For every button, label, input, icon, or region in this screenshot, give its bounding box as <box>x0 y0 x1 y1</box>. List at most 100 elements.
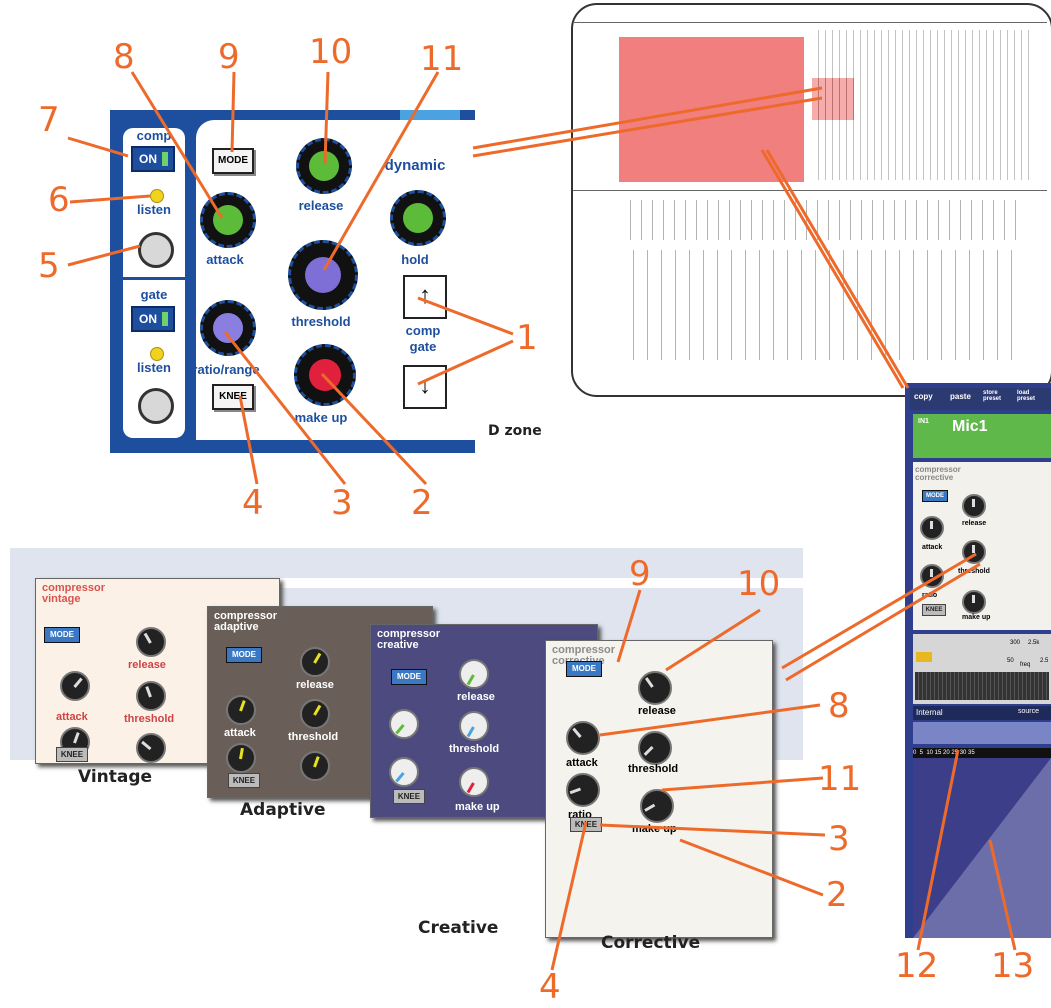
gate-listen-button[interactable] <box>138 388 174 424</box>
strip-ratio-label: ratio <box>922 592 938 599</box>
hold-label: hold <box>401 252 429 267</box>
adaptive-mode-button[interactable]: MODE <box>226 647 262 663</box>
vintage-release-label: release <box>128 659 166 671</box>
callout-3-bottom: 3 <box>828 819 850 859</box>
dz-top-button <box>400 110 460 120</box>
vintage-threshold-knob[interactable] <box>136 681 166 711</box>
callout-10-top: 10 <box>309 32 353 72</box>
strip-make-up-knob[interactable] <box>962 590 986 614</box>
load-preset-button[interactable]: load preset <box>1017 390 1036 402</box>
strip-graph-header <box>913 722 1051 744</box>
creative-knee-button[interactable]: KNEE <box>393 789 425 804</box>
mode-button[interactable]: MODE <box>212 148 254 174</box>
comp-gate-up-button[interactable]: ↑ <box>403 275 447 319</box>
callout-8-bottom: 8 <box>828 686 850 726</box>
creative-threshold-knob[interactable] <box>459 711 489 741</box>
vintage-mode-button[interactable]: MODE <box>44 627 80 643</box>
strip-internal-label: Internal <box>916 708 943 717</box>
adaptive-release-knob[interactable] <box>300 647 330 677</box>
creative-caption: Creative <box>418 918 499 938</box>
adaptive-threshold-knob[interactable] <box>300 699 330 729</box>
adaptive-release-label: release <box>296 679 334 691</box>
callout-9-bottom: 9 <box>629 554 651 594</box>
strip-make-up-label: make up <box>962 614 991 621</box>
channel-in-label: IN1 <box>918 418 929 425</box>
console-buttons-row <box>620 200 1020 240</box>
callout-12-right: 12 <box>895 946 939 986</box>
adaptive-knee-button[interactable]: KNEE <box>228 773 260 788</box>
vintage-knee-button[interactable]: KNEE <box>56 747 88 762</box>
comp-on-button[interactable]: ON <box>131 146 175 172</box>
corrective-make-up-knob[interactable] <box>640 789 674 823</box>
strip-attack-knob[interactable] <box>920 516 944 540</box>
paste-button[interactable]: paste <box>950 392 971 401</box>
vintage-attack-knob[interactable] <box>60 671 90 701</box>
strip-freq-25: 2.5 <box>1040 658 1049 664</box>
callout-5-top: 5 <box>38 246 60 286</box>
console-mid-line <box>573 190 1047 191</box>
dz-divider <box>123 277 185 280</box>
corrective-caption: Corrective <box>601 933 701 953</box>
strip-ratio-knob[interactable] <box>920 564 944 588</box>
console-top-line <box>573 22 1047 23</box>
store-preset-button[interactable]: store preset <box>983 390 1002 402</box>
corrective-threshold-knob[interactable] <box>638 731 672 765</box>
callout-2-bottom: 2 <box>826 875 848 915</box>
creative-attack-knob[interactable] <box>389 709 419 739</box>
corrective-ratio-knob[interactable] <box>566 773 600 807</box>
gate-listen-label: listen <box>137 360 171 375</box>
release-knob[interactable] <box>296 138 352 194</box>
corrective-attack-label: attack <box>566 757 598 769</box>
threshold-knob[interactable] <box>288 240 358 310</box>
callout-11-top: 11 <box>420 39 464 79</box>
creative-threshold-label: threshold <box>449 743 500 755</box>
corrective-release-knob[interactable] <box>638 671 672 705</box>
strip-freq-50: 50 <box>1007 658 1014 664</box>
strip-freq-label: freq <box>1020 662 1031 668</box>
creative-ratio-knob[interactable] <box>389 757 419 787</box>
ratio-range-knob[interactable] <box>200 300 256 356</box>
adaptive-attack-knob[interactable] <box>226 695 256 725</box>
gate-on-button[interactable]: ON <box>131 306 175 332</box>
corrective-attack-knob[interactable] <box>566 721 600 755</box>
adaptive-make-up-knob[interactable] <box>300 751 330 781</box>
callout-3-top: 3 <box>331 483 353 523</box>
creative-mode-button[interactable]: MODE <box>391 669 427 685</box>
comp-gate-down-button[interactable]: ↓ <box>403 365 447 409</box>
comp-listen-led <box>150 189 164 203</box>
callout-13-right: 13 <box>991 946 1035 986</box>
callout-10-bottom: 10 <box>737 564 781 604</box>
callout-2-top: 2 <box>411 483 433 523</box>
release-label: release <box>298 198 344 213</box>
panel-bg-strip <box>200 578 803 588</box>
knee-button[interactable]: KNEE <box>212 384 254 410</box>
strip-threshold-knob[interactable] <box>962 540 986 564</box>
creative-make-up-knob[interactable] <box>459 767 489 797</box>
copy-button[interactable]: copy <box>914 392 933 401</box>
corrective-mode-button[interactable]: MODE <box>566 661 602 677</box>
d-zone-label: D zone <box>488 423 542 439</box>
callout-4-bottom: 4 <box>539 967 561 1007</box>
creative-release-knob[interactable] <box>459 659 489 689</box>
adaptive-ratio-knob[interactable] <box>226 743 256 773</box>
callout-8-top: 8 <box>113 37 135 77</box>
strip-listen-button[interactable] <box>916 652 932 662</box>
strip-freq-300: 300 <box>1010 640 1021 646</box>
vintage-make-up-knob[interactable] <box>136 733 166 763</box>
channel-header <box>913 414 1051 458</box>
vintage-release-knob[interactable] <box>136 627 166 657</box>
strip-knee-button[interactable]: KNEE <box>922 604 946 616</box>
strip-mode-button[interactable]: MODE <box>922 490 948 502</box>
strip-release-knob[interactable] <box>962 494 986 518</box>
attack-knob[interactable] <box>200 192 256 248</box>
comp-listen-label: listen <box>137 202 171 217</box>
make-up-knob[interactable] <box>294 344 356 406</box>
strip-scale: 0 5 10 15 20 25 30 35 <box>913 748 1051 758</box>
strip-release-label: release <box>962 520 987 527</box>
hold-knob[interactable] <box>390 190 446 246</box>
corrective-knee-button[interactable]: KNEE <box>570 817 602 832</box>
strip-source-button[interactable]: source <box>1018 708 1040 715</box>
comp-listen-button[interactable] <box>138 232 174 268</box>
